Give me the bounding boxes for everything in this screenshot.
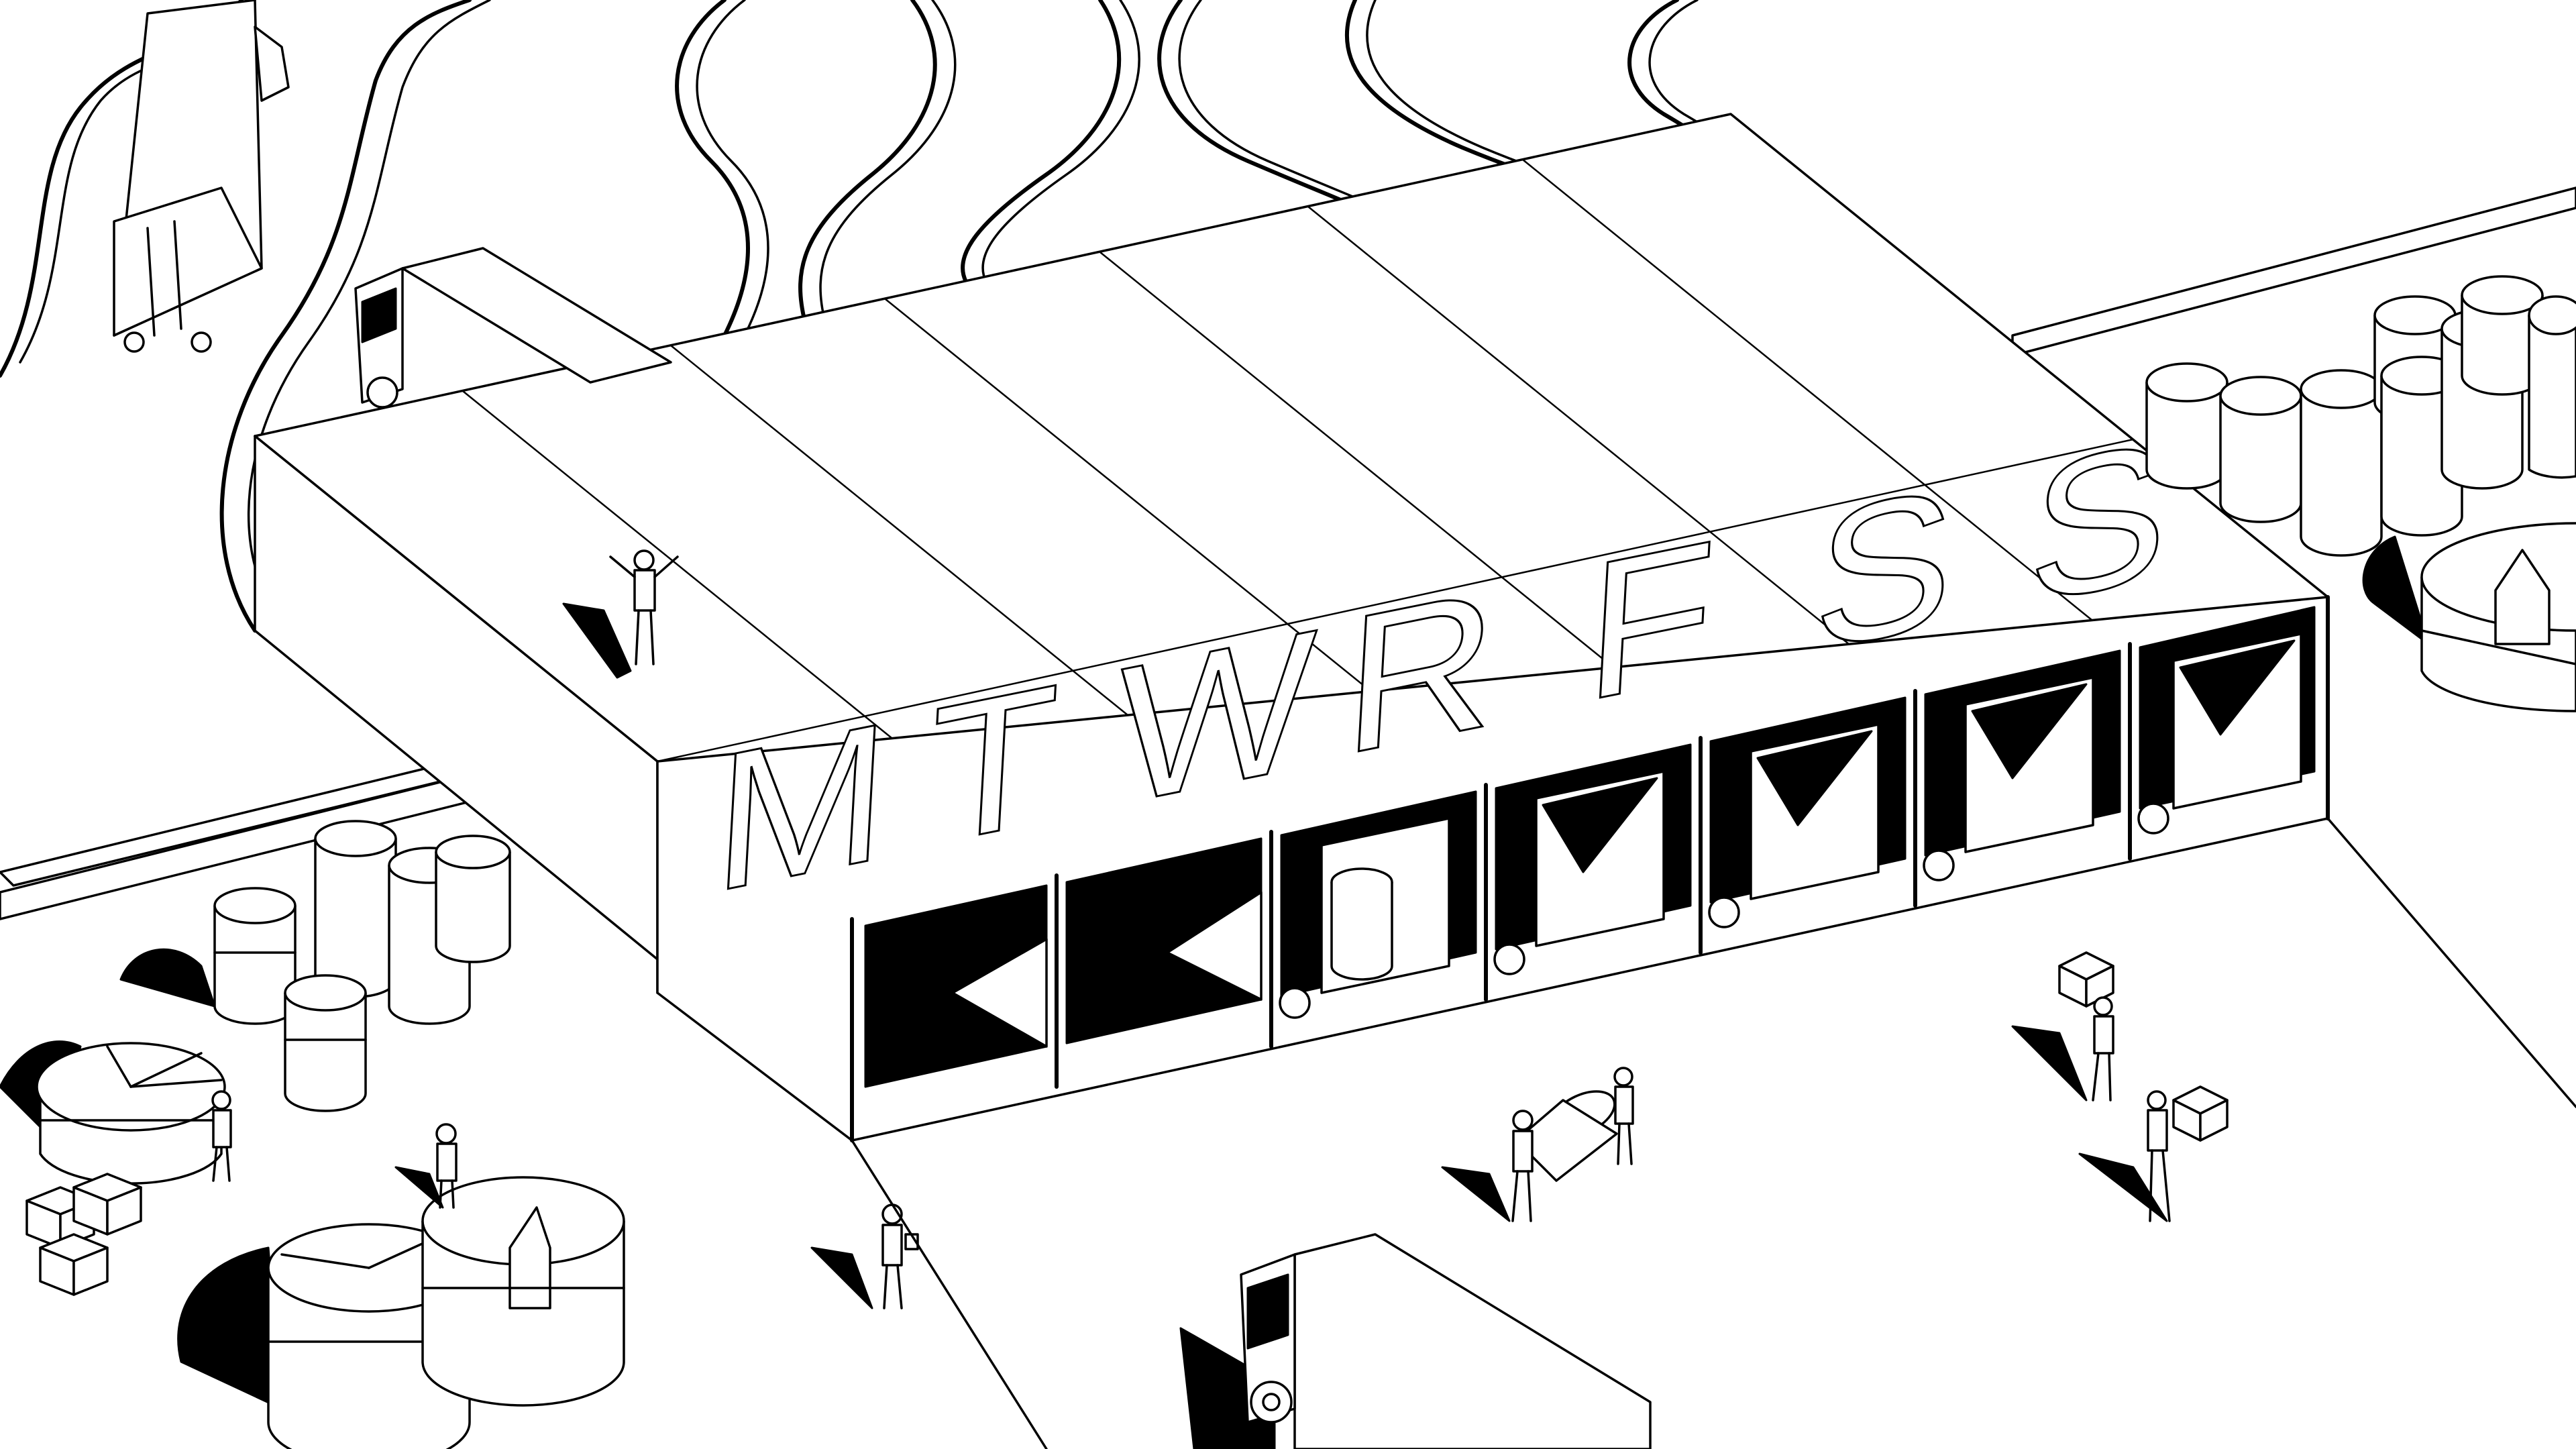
truck-bottom: [1179, 1233, 1652, 1449]
barrel-icon: [2145, 362, 2229, 490]
dock-pillars: [850, 595, 2330, 1142]
ground-lines: [851, 817, 2576, 1449]
roof-letter-7: S: [2024, 398, 2175, 645]
barrel-icon: [435, 835, 511, 963]
worker-on-roof: [562, 549, 679, 679]
barrel-icon: [213, 887, 297, 1025]
crate-icon: [72, 1173, 142, 1236]
roof-letter-5: F: [1581, 498, 1721, 743]
roof-letter-2: T: [924, 642, 1063, 888]
barrel-icon: [284, 974, 367, 1112]
loading-docks: [864, 606, 2316, 1088]
pie-tank-left: [0, 1040, 226, 1185]
roof-letter-4: R: [1340, 547, 1502, 797]
worker-carrying-box-1: [2011, 951, 2114, 1102]
barrel-icon: [2300, 369, 2383, 557]
roof-letter-3: W: [1112, 587, 1322, 847]
barrel-cluster-right: [2145, 275, 2576, 557]
worker-carrying-box-2: [2078, 1085, 2229, 1222]
roof-letter-6: S: [1809, 445, 1960, 692]
barrel-icon: [2528, 295, 2576, 479]
truck-top-left: [113, 0, 290, 353]
barrel-icon: [2219, 376, 2302, 523]
worker-left: [394, 1123, 458, 1209]
workers-rolling-barrel: [1441, 1067, 1634, 1222]
crate-icon: [39, 1233, 109, 1296]
pie-tank-right: [2362, 522, 2576, 712]
warehouse-building: M T W R F S S: [254, 113, 2330, 1142]
barrel-icon: [2461, 275, 2544, 396]
roof-lettering: M T W R F S S: [708, 397, 2176, 935]
barrel-cluster-left: [119, 820, 511, 1112]
truck-entering: [354, 247, 672, 409]
crate-stack: [25, 1173, 142, 1296]
pie-tank-bottom-1: [177, 1223, 471, 1449]
barrel-icon: [314, 820, 397, 998]
roof-letter-1: M: [709, 680, 895, 934]
pie-tank-bottom-2: [421, 1176, 625, 1407]
worker-barrel-left: [211, 1090, 232, 1182]
